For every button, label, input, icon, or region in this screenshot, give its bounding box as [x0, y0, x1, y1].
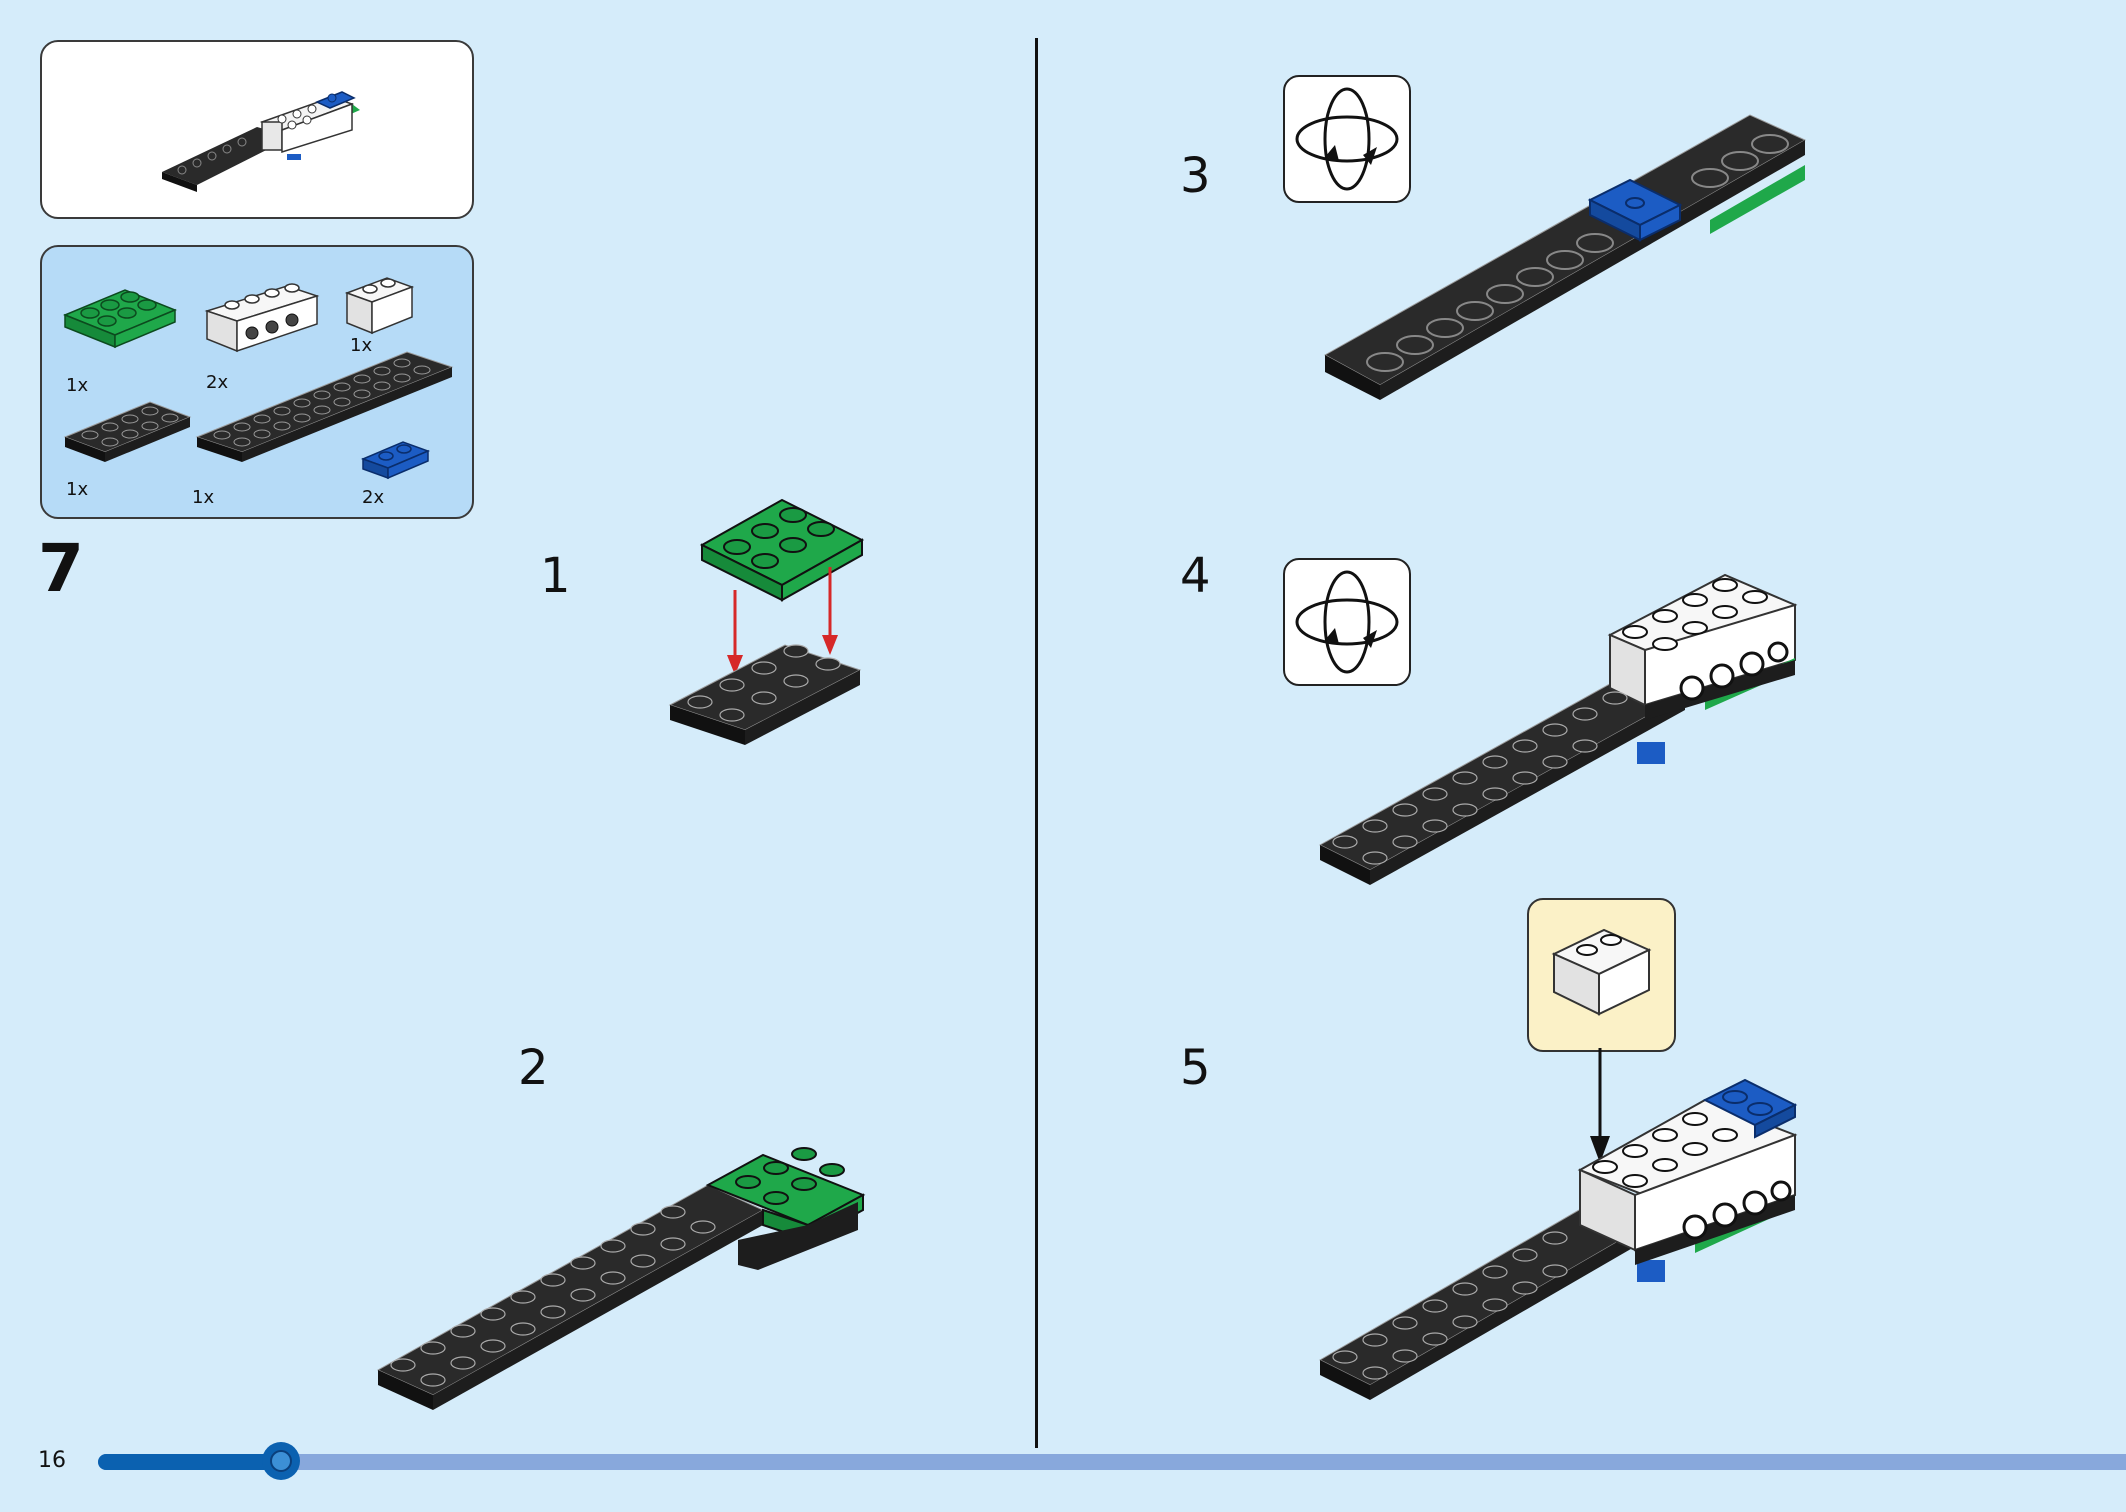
white-brick-1x2-callout-part: [1551, 928, 1652, 1016]
substep-5-number: 5: [1180, 1040, 1211, 1096]
white-brick-1x2-part: [344, 277, 415, 335]
parts-list-box: 1x 2x 1x 1x: [40, 245, 474, 519]
substep-1-number: 1: [540, 548, 571, 604]
substep-4-illustration: [1318, 573, 1798, 885]
rotate-model-icon: [1283, 558, 1411, 686]
rotate-model-icon: [1283, 75, 1411, 203]
substep-3-number: 3: [1180, 148, 1211, 204]
white-brick-1x4-part: [204, 283, 320, 353]
page-divider: [1035, 38, 1038, 1448]
black-plate-2x4-part: [63, 401, 192, 462]
substep-5-illustration: [1318, 1078, 1798, 1400]
page-number: 16: [38, 1448, 66, 1473]
blue-plate-1x2-part: [360, 441, 431, 480]
main-step-number: 7: [38, 530, 84, 607]
assembly-preview-box: [40, 40, 474, 219]
qty-white-brick-1x4: 2x: [206, 372, 229, 393]
new-part-callout: [1527, 898, 1676, 1052]
callout-arrow: [1590, 1048, 1610, 1163]
substep-3-illustration: [1323, 114, 1807, 400]
progress-fill: [98, 1454, 281, 1470]
green-plate-2x3-part: [63, 289, 177, 349]
qty-green-plate: 1x: [66, 375, 89, 396]
substep-1-illustration: [668, 498, 865, 745]
black-plate-2x10-part: [195, 351, 454, 462]
substep-2-number: 2: [518, 1040, 549, 1096]
qty-black-plate-2x10: 1x: [192, 487, 215, 508]
qty-black-plate-2x4: 1x: [66, 479, 89, 500]
substep-2-illustration: [376, 1147, 866, 1410]
progress-knob: [262, 1442, 300, 1480]
qty-blue-plate: 2x: [362, 487, 385, 508]
assembly-preview-image: [162, 91, 360, 192]
progress-track: [98, 1454, 2126, 1470]
substep-4-number: 4: [1180, 548, 1211, 604]
qty-white-brick-1x2: 1x: [350, 335, 373, 356]
